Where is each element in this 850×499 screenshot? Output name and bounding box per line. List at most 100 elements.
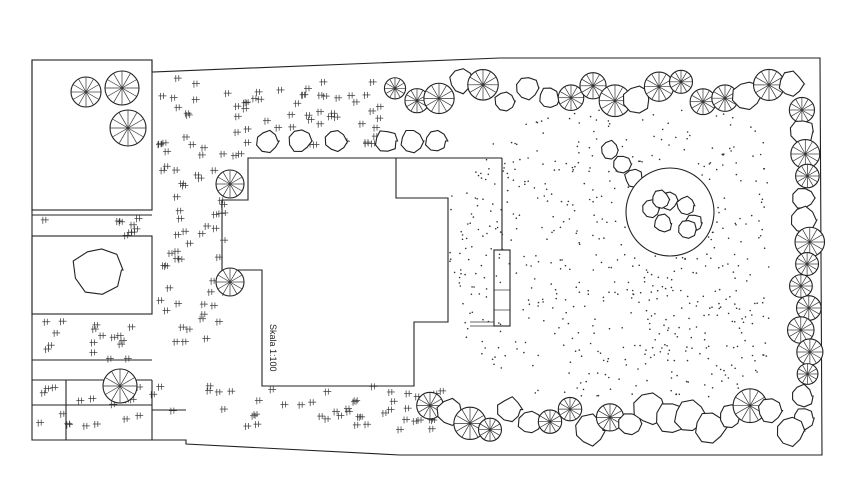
shrub-symbol — [494, 91, 517, 112]
lawn-dot — [543, 319, 545, 322]
lawn-dot — [695, 305, 698, 307]
paving-mark — [162, 163, 171, 171]
paving-mark — [214, 388, 223, 396]
lawn-dot — [600, 195, 603, 198]
paving-mark — [233, 129, 242, 137]
paving-mark — [117, 341, 126, 349]
lawn-dot — [627, 186, 630, 188]
lawn-dot — [564, 299, 567, 301]
lawn-dot — [721, 265, 724, 267]
lawn-dot — [648, 299, 651, 301]
lawn-dot — [512, 213, 515, 215]
lawn-dot — [684, 257, 686, 260]
scale-label: Skala 1:100 — [268, 324, 278, 372]
paving-mark — [262, 117, 271, 125]
lawn-dot — [718, 211, 720, 214]
lawn-dot — [676, 374, 678, 377]
lawn-dot — [735, 289, 737, 292]
lawn-dot — [554, 288, 557, 291]
lawn-dot — [725, 298, 727, 301]
lawn-dot — [633, 257, 636, 259]
paving-mark — [36, 419, 45, 427]
lawn-dot — [661, 128, 664, 131]
paving-mark — [156, 297, 165, 305]
lawn-dot — [515, 217, 518, 219]
lawn-dot — [587, 293, 590, 296]
paving-mark — [156, 383, 165, 391]
lawn-dot — [592, 189, 594, 191]
lawn-dot — [695, 326, 698, 328]
lawn-dot — [696, 301, 699, 303]
lawn-dot — [621, 145, 624, 148]
lawn-dot — [585, 380, 587, 383]
paving-mark — [219, 150, 228, 158]
lawn-dot — [552, 215, 554, 218]
lawn-dot — [606, 360, 609, 363]
paving-mark — [216, 210, 225, 218]
lawn-dot — [561, 259, 563, 261]
paving-mark — [316, 120, 325, 128]
paving-mark — [160, 139, 169, 147]
paving-mark — [438, 387, 447, 395]
lawn-dot — [449, 260, 451, 263]
lawn-dot — [518, 214, 521, 216]
lawn-dot — [554, 332, 556, 335]
lawn-dot — [523, 255, 525, 258]
lawn-dot — [683, 148, 686, 151]
paving-mark — [219, 406, 228, 414]
lawn-dot — [563, 391, 566, 394]
lawn-dot — [598, 109, 600, 112]
lawn-dot — [489, 225, 491, 227]
terrace — [470, 249, 511, 327]
paving-mark — [39, 389, 48, 397]
lawn-dot — [522, 308, 524, 311]
lawn-dot — [751, 354, 754, 357]
lawn-dot — [711, 147, 714, 149]
lawn-dot — [625, 139, 628, 141]
tree-symbol — [423, 82, 455, 115]
lawn-dot — [689, 134, 691, 137]
lawn-dot — [731, 320, 734, 323]
lawn-dot — [591, 155, 594, 157]
paving-mark — [210, 167, 219, 175]
shrub-symbol — [256, 129, 281, 154]
paving-mark — [233, 103, 242, 111]
lawn-dot — [620, 243, 623, 246]
lawn-dot — [503, 167, 505, 169]
paving-mark — [89, 339, 98, 347]
paving-mark — [351, 398, 360, 406]
paving-mark — [122, 232, 131, 240]
lawn-dot — [724, 208, 726, 210]
lawn-dot — [702, 295, 705, 298]
paving-mark — [109, 334, 118, 342]
lawn-dot — [686, 359, 689, 362]
paving-mark — [211, 211, 220, 219]
lawn-dot — [732, 271, 735, 273]
paving-mark — [329, 110, 338, 118]
paving-mark — [88, 395, 97, 403]
lawn-dot — [652, 114, 655, 116]
lawn-dot — [675, 257, 678, 259]
lawn-dot — [485, 254, 488, 257]
lawn-dot — [506, 201, 509, 203]
lawn-dot — [652, 285, 654, 287]
paving-mark — [52, 329, 61, 337]
lawn-dot — [487, 320, 490, 323]
lawn-dot — [500, 208, 502, 211]
lawn-dot — [722, 113, 725, 115]
lawn-dot — [573, 112, 576, 115]
paving-mark — [191, 80, 200, 88]
paving-mark — [214, 254, 223, 262]
lawn-dot — [499, 330, 502, 333]
paving-mark — [92, 321, 101, 329]
lawn-dot — [690, 336, 693, 339]
lawn-dot — [578, 281, 581, 284]
lawn-dot — [738, 308, 741, 310]
lawn-dot — [746, 258, 749, 260]
lawn-dot — [710, 238, 712, 241]
lawn-dot — [754, 302, 756, 305]
lawn-dot — [651, 154, 653, 157]
lawn-dot — [649, 356, 652, 359]
lawn-dot — [623, 253, 626, 256]
lawn-dot — [750, 126, 752, 128]
